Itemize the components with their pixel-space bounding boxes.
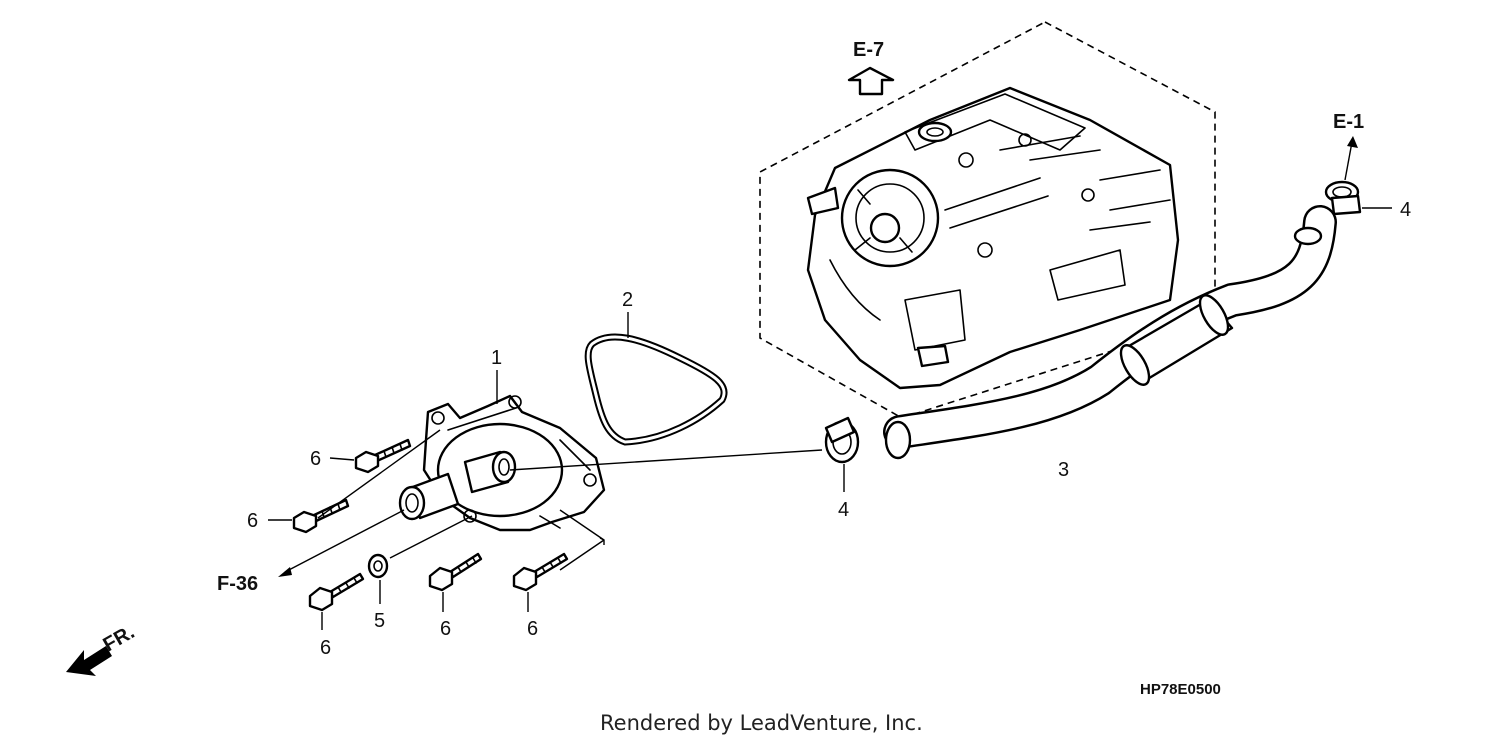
up-arrow-icon [847,66,895,96]
bolt-middle [268,429,441,534]
water-pump-cover [398,370,606,532]
callout-part-6-b: 6 [247,510,258,532]
callout-part-5: 5 [374,610,385,632]
hose-clamp-right [1324,180,1392,216]
credit-line: Rendered by LeadVenture, Inc. [600,711,923,735]
arrow-up-icon [1347,136,1358,148]
callout-part-6-d: 6 [440,618,451,640]
e7-reference: E-7 [847,39,895,96]
front-arrow-icon [66,646,112,676]
callout-part-3: 3 [1058,459,1069,481]
e1-reference: E-1 [1333,111,1364,181]
engine-block-reference [759,21,1216,419]
bolt-lower-right [512,509,605,612]
diagram-code: HP78E0500 [1140,681,1221,698]
callout-part-6-c: 6 [320,637,331,659]
gasket [584,312,728,446]
f36-label: F-36 [217,573,258,595]
front-direction-indicator: FR. [66,621,138,676]
arrow-left-icon [278,567,292,577]
e7-label: E-7 [853,39,884,61]
callout-part-6-a: 6 [310,448,321,470]
callout-part-1: 1 [491,347,502,369]
washer [367,515,473,604]
bolt-lower-middle [428,552,483,612]
f36-reference: F-36 [217,509,405,595]
callout-part-4-left: 4 [838,499,849,521]
callout-part-2: 2 [622,289,633,311]
water-hose [883,205,1337,460]
leader-pump-to-clamp [509,449,823,471]
bolt-lower-left [308,572,365,630]
bolt-upper [329,438,412,474]
callout-part-6-e: 6 [527,618,538,640]
hose-clamp-left [824,416,860,492]
e1-label: E-1 [1333,111,1364,133]
callout-part-4-right: 4 [1400,199,1411,221]
